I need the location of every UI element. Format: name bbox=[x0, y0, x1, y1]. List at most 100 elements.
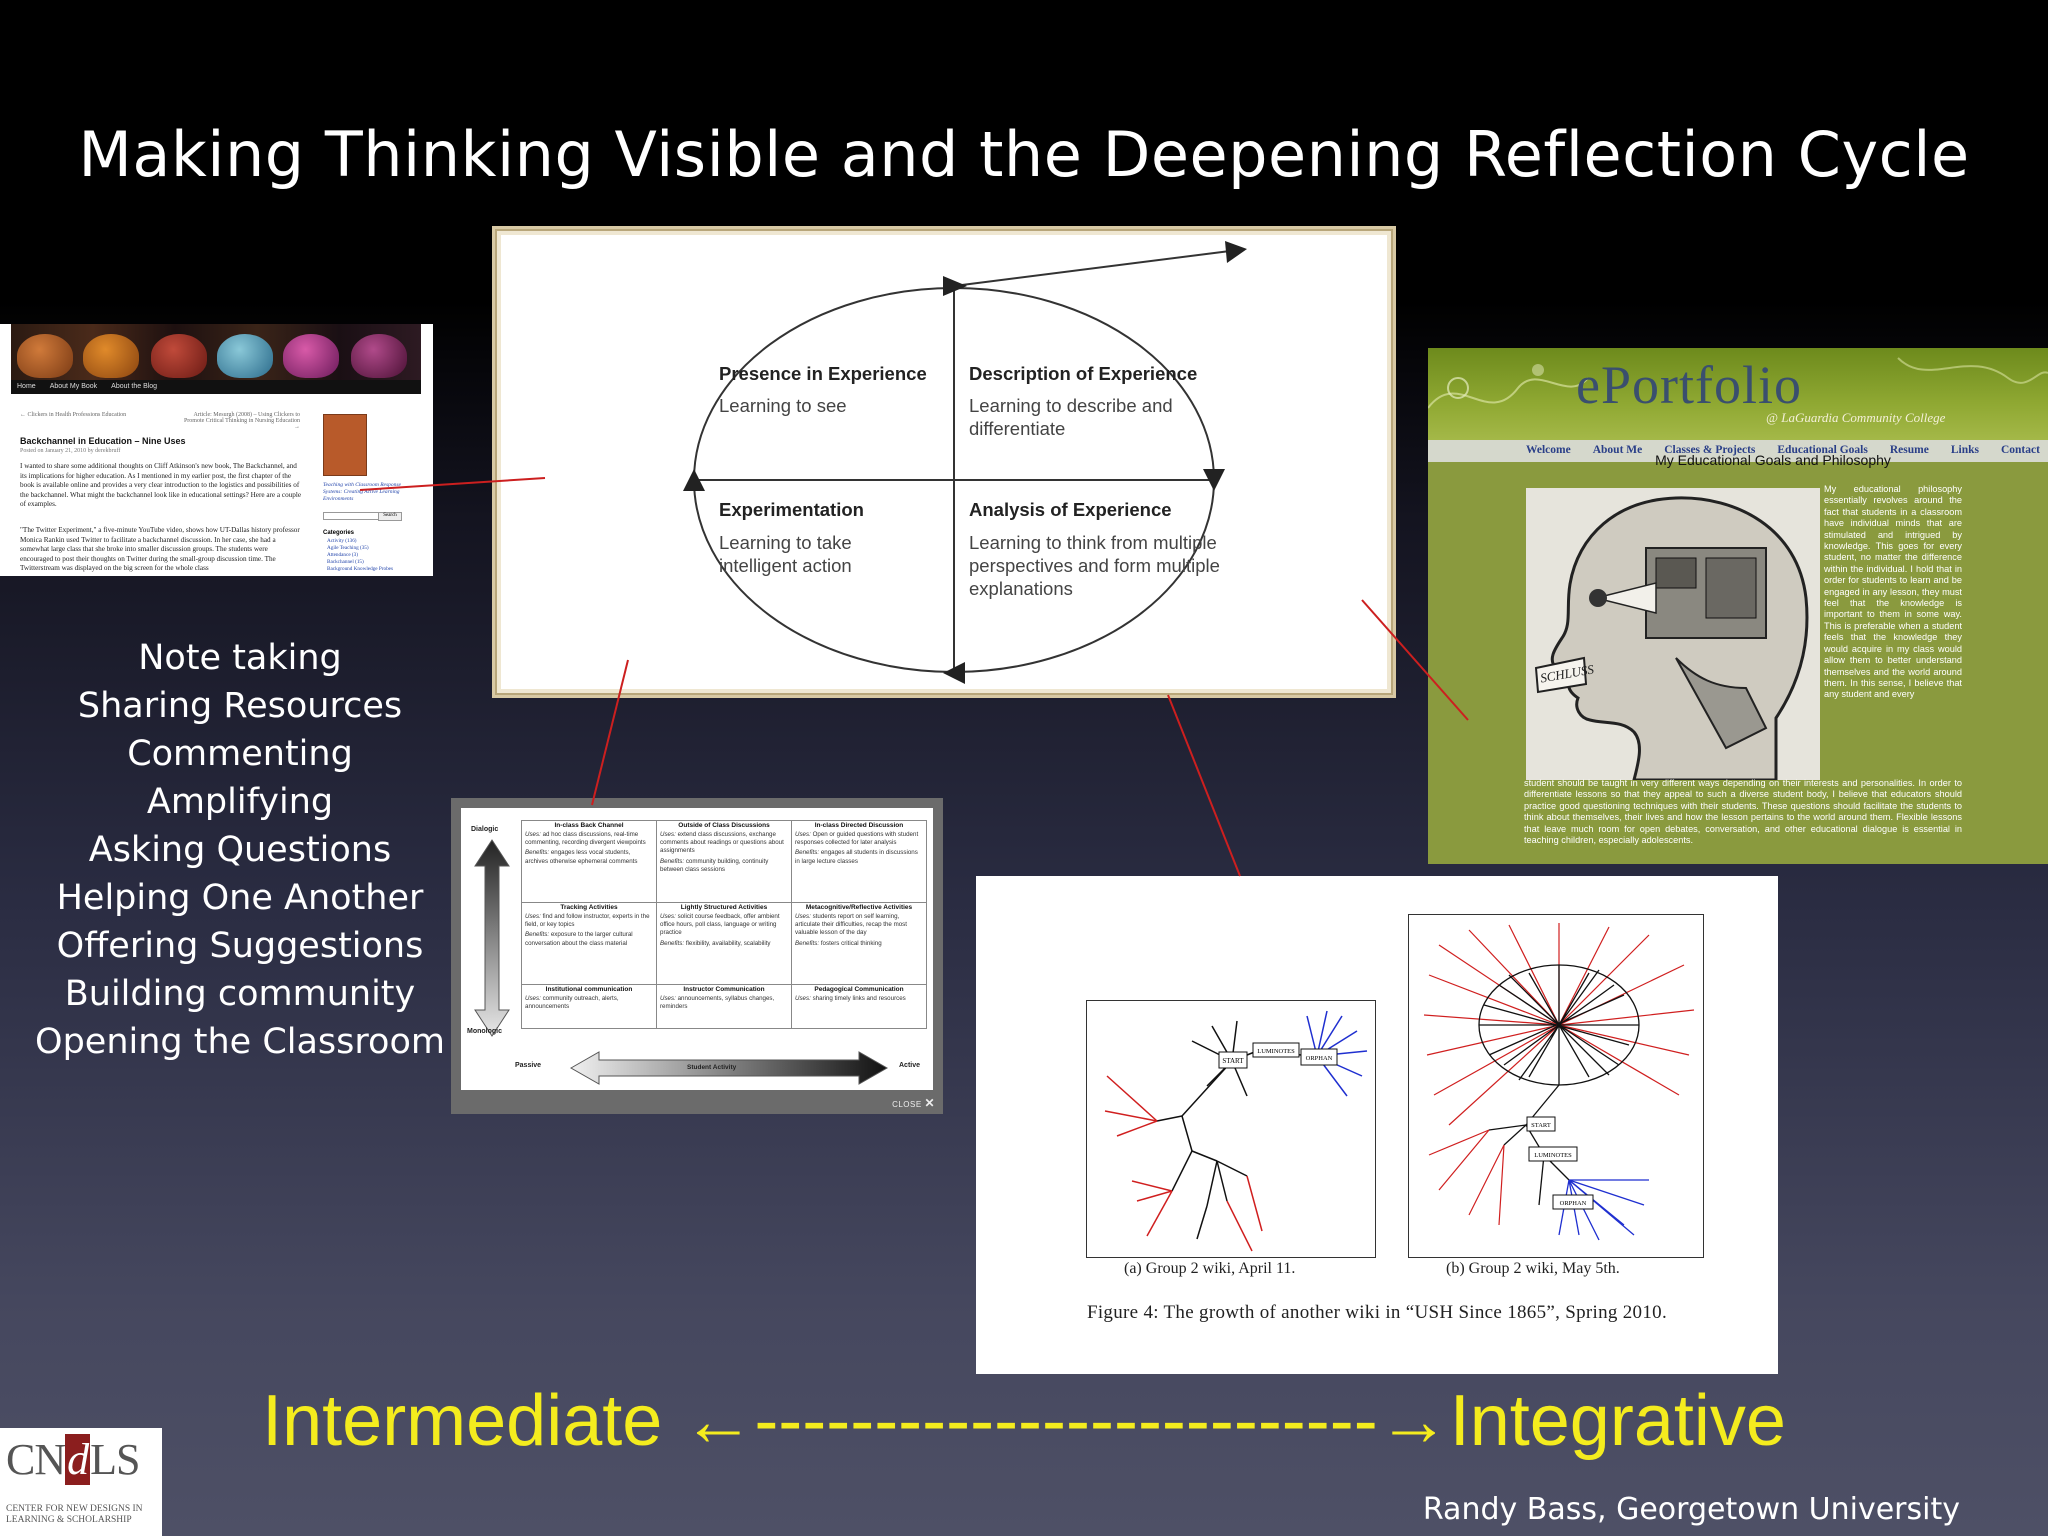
wiki-network-graph-b: START LUMINOTES ORPHAN bbox=[1423, 923, 1695, 1241]
quadrant-analysis-subtitle: Learning to think from multiple perspect… bbox=[969, 532, 1220, 599]
activity-item: Sharing Resources bbox=[77, 686, 403, 726]
blog-prev-post-link[interactable]: ← Clickers in Health Professions Educati… bbox=[20, 412, 127, 418]
eportfolio-nav-classes-projects[interactable]: Classes & Projects bbox=[1664, 444, 1756, 456]
floral-ornament-icon bbox=[1428, 357, 2048, 409]
activity-item: Commenting bbox=[127, 734, 353, 774]
eportfolio-nav-resume[interactable]: Resume bbox=[1889, 444, 1929, 456]
blog-banner-image bbox=[11, 324, 421, 394]
horizontal-arrow-icon bbox=[569, 1051, 889, 1085]
slide-title: Making Thinking Visible and the Deepenin… bbox=[78, 118, 1970, 191]
wiki-panel-b-caption: (b) Group 2 wiki, May 5th. bbox=[1446, 1260, 1620, 1277]
axis-passive-label: Passive bbox=[515, 1062, 542, 1069]
axis-dialogic-label: Dialogic bbox=[471, 826, 499, 833]
quadrant-experimentation-subtitle: Learning to take intelligent action bbox=[719, 532, 852, 576]
blog-category-item[interactable]: Activity (136) bbox=[327, 538, 357, 544]
blog-post-meta: Posted on January 21, 2010 by derekbruff bbox=[20, 448, 121, 454]
wiki-node-start: START bbox=[1222, 1057, 1244, 1065]
blog-search-button[interactable]: Search bbox=[378, 512, 402, 521]
close-icon: ✕ bbox=[924, 1096, 935, 1110]
eportfolio-nav-educational-goals[interactable]: Educational Goals bbox=[1777, 444, 1868, 456]
quadrant-description-title: Description of Experience bbox=[969, 363, 1198, 384]
blog-paragraph-2: "The Twitter Experiment," a five-minute … bbox=[20, 526, 300, 572]
cndls-logo-text: Center for New Designs in Learning & Sch… bbox=[6, 1504, 143, 1525]
activity-item: Offering Suggestions bbox=[56, 926, 424, 966]
connector-line bbox=[1167, 694, 1241, 877]
axis-active-label: Active bbox=[899, 1062, 921, 1069]
blog-breadcrumb: ← Clickers in Health Professions Educati… bbox=[20, 412, 300, 430]
quadrant-analysis-title: Analysis of Experience bbox=[969, 499, 1172, 520]
blog-categories-list: Activity (136) Agile Teaching (35) Atten… bbox=[327, 538, 393, 573]
wiki-network-graph-a: START LUMINOTES ORPHAN bbox=[1104, 1010, 1368, 1252]
wiki-panel-april: START LUMINOTES ORPHAN bbox=[1086, 1000, 1376, 1258]
backchannel-panel: Dialogic Monologic In-class Back Channel… bbox=[461, 808, 933, 1090]
blog-paragraph-1: I wanted to share some additional though… bbox=[20, 462, 302, 508]
wiki-node-orphan: ORPHAN bbox=[1306, 1055, 1333, 1062]
blog-category-item[interactable]: Agile Teaching (35) bbox=[327, 545, 369, 551]
eportfolio-nav-about-me[interactable]: About Me bbox=[1592, 444, 1643, 456]
blog-next-post-link[interactable]: Article: Mesurgh (2008) – Using Clickers… bbox=[183, 412, 300, 430]
reflection-cycle-diagram: Presence in Experience Learning to see D… bbox=[492, 226, 1396, 698]
activity-item: Asking Questions bbox=[88, 830, 392, 870]
blog-category-item[interactable]: Backchannel (15) bbox=[327, 559, 364, 565]
eportfolio-logo: ePortfolio bbox=[1576, 355, 1802, 415]
wiki-panel-may: START LUMINOTES ORPHAN bbox=[1408, 914, 1704, 1258]
close-label: CLOSE bbox=[892, 1100, 922, 1109]
head-illustration-image: SCHLUSS bbox=[1526, 488, 1820, 780]
book-cover-image[interactable] bbox=[323, 414, 367, 476]
blog-nav-home[interactable]: Home bbox=[17, 383, 36, 390]
eportfolio-nav: Welcome About Me Classes & Projects Educ… bbox=[1428, 440, 2048, 462]
eportfolio-screenshot: ePortfolio @ LaGuardia Community College… bbox=[1428, 348, 2048, 864]
quadrant-presence-title: Presence in Experience bbox=[719, 363, 927, 384]
close-button[interactable]: CLOSE ✕ bbox=[892, 1096, 935, 1110]
backchannel-uses-table: Dialogic Monologic In-class Back Channel… bbox=[451, 798, 943, 1114]
quadrant-presence-subtitle: Learning to see bbox=[719, 395, 847, 416]
wiki-growth-figure: START LUMINOTES ORPHAN (a) Group 2 wiki,… bbox=[976, 876, 1778, 1374]
wiki-node-start-b: START bbox=[1531, 1122, 1551, 1129]
eportfolio-header: ePortfolio @ LaGuardia Community College bbox=[1428, 348, 2048, 440]
blog-side-book-link[interactable]: Teaching with Classroom Response Systems… bbox=[323, 482, 401, 502]
eportfolio-philosophy-text: My educational philosophy essentially re… bbox=[1824, 484, 1962, 700]
blog-post-title: Backchannel in Education – Nine Uses bbox=[20, 436, 186, 446]
wiki-node-luminotes-b: LUMINOTES bbox=[1534, 1152, 1572, 1159]
blog-search-input[interactable] bbox=[323, 512, 383, 520]
blog-category-item[interactable]: Attendance (3) bbox=[327, 552, 358, 558]
activities-list: Note taking Sharing Resources Commenting… bbox=[20, 634, 460, 1066]
author-credit: Randy Bass, Georgetown University bbox=[1422, 1492, 1960, 1527]
blog-nav-about-book[interactable]: About My Book bbox=[49, 383, 98, 390]
activity-item: Note taking bbox=[138, 638, 342, 678]
cndls-logo-mark: CNdLS bbox=[6, 1434, 140, 1485]
eportfolio-nav-contact[interactable]: Contact bbox=[2000, 444, 2040, 456]
eportfolio-page-title: My Educational Goals and Philosophy bbox=[1655, 452, 1891, 468]
head-profile-icon bbox=[1534, 496, 1809, 780]
quadrant-experimentation-title: Experimentation bbox=[719, 499, 864, 520]
blog-category-item[interactable]: Background Knowledge Probes bbox=[327, 566, 393, 572]
cndls-logo: CNdLS Center for New Designs in Learning… bbox=[0, 1428, 162, 1536]
blog-screenshot: Home About My Book About the Blog ← Clic… bbox=[0, 324, 433, 576]
activity-item: Building community bbox=[64, 974, 416, 1014]
blog-nav-about-blog[interactable]: About the Blog bbox=[111, 383, 158, 390]
wiki-node-luminotes: LUMINOTES bbox=[1257, 1048, 1295, 1055]
activity-item: Helping One Another bbox=[56, 878, 424, 918]
wiki-panel-a-caption: (a) Group 2 wiki, April 11. bbox=[1124, 1260, 1296, 1277]
eportfolio-nav-links[interactable]: Links bbox=[1950, 444, 1979, 456]
activity-item: Amplifying bbox=[146, 782, 334, 822]
blog-categories-title: Categories bbox=[323, 530, 355, 536]
blog-nav: Home About My Book About the Blog bbox=[11, 380, 421, 394]
eportfolio-subtitle: @ LaGuardia Community College bbox=[1766, 410, 1946, 425]
vertical-arrow-icon bbox=[474, 839, 510, 1037]
intermediate-integrative-spectrum: Intermediate ←--------------------------… bbox=[262, 1381, 1786, 1461]
eportfolio-nav-welcome[interactable]: Welcome bbox=[1526, 444, 1571, 456]
